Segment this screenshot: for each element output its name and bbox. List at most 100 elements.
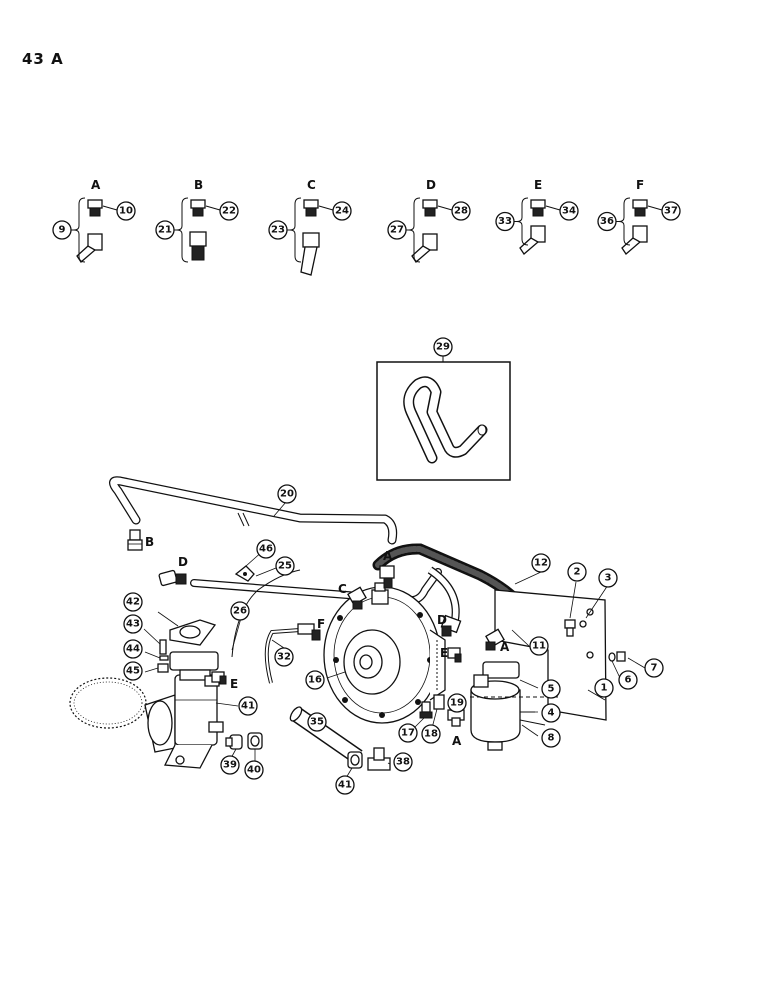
fitting-group-a: A 9 10 bbox=[52, 178, 136, 263]
callout-16-10: 16 bbox=[305, 670, 325, 690]
svg-text:22: 22 bbox=[222, 206, 236, 217]
callout-2-1: 2 bbox=[567, 562, 587, 582]
svg-text:37: 37 bbox=[664, 206, 678, 217]
adapter-upper bbox=[422, 199, 438, 209]
svg-text:28: 28 bbox=[454, 206, 468, 217]
callout-35-18: 35 bbox=[307, 712, 327, 732]
nut-41a bbox=[247, 732, 263, 750]
formed-hose-29 bbox=[403, 376, 488, 464]
clip-26 bbox=[234, 565, 255, 582]
callout-17-11: 17 bbox=[398, 723, 418, 743]
callout-33: 33 bbox=[495, 211, 515, 232]
callout-8-7: 8 bbox=[541, 728, 561, 748]
callout-36: 36 bbox=[597, 211, 617, 232]
plug-17 bbox=[419, 701, 433, 719]
washer-6 bbox=[608, 652, 616, 662]
svg-text:27: 27 bbox=[390, 225, 404, 236]
bolt-44 bbox=[159, 639, 167, 655]
adapter-upper bbox=[303, 199, 319, 209]
adapter-upper bbox=[87, 199, 103, 209]
fitting-group-d: D 27 28 bbox=[387, 178, 471, 263]
letter-a-bottom: A bbox=[452, 734, 462, 748]
callout-7-6: 7 bbox=[644, 658, 664, 678]
letter-a-top: A bbox=[383, 549, 393, 563]
callout-6-5: 6 bbox=[618, 670, 638, 690]
callout-11-8: 11 bbox=[529, 636, 549, 656]
callout-45-27: 45 bbox=[123, 661, 143, 681]
callout-3-2: 3 bbox=[598, 568, 618, 588]
callout-32-17: 32 bbox=[274, 647, 294, 667]
callout-22: 22 bbox=[219, 201, 239, 221]
fitting-a-top bbox=[379, 565, 395, 589]
carburetor-42 bbox=[69, 651, 224, 769]
coupling-lower bbox=[189, 231, 207, 247]
fitting-d-right bbox=[440, 614, 462, 637]
svg-text:44: 44 bbox=[126, 644, 140, 655]
callout-25-15: 25 bbox=[275, 556, 295, 576]
group-letter-d: D bbox=[426, 178, 436, 192]
hose-38 bbox=[289, 706, 363, 764]
svg-text:2: 2 bbox=[574, 567, 581, 578]
callout-4-3: 4 bbox=[541, 703, 561, 723]
callout-21: 21 bbox=[155, 220, 175, 240]
hose-20 bbox=[109, 476, 398, 545]
callout-18-12: 18 bbox=[421, 724, 441, 744]
svg-text:24: 24 bbox=[335, 206, 349, 217]
group-letter-a: A bbox=[91, 178, 101, 192]
svg-text:29: 29 bbox=[436, 342, 450, 353]
elbow-lower bbox=[302, 232, 320, 248]
tee-39 bbox=[367, 747, 391, 771]
fitting-e-left bbox=[211, 671, 227, 685]
washer-3 bbox=[579, 620, 587, 628]
svg-text:26: 26 bbox=[233, 606, 247, 617]
letter-c-lower: C bbox=[338, 582, 347, 596]
svg-text:46: 46 bbox=[259, 544, 273, 555]
callout-20-14: 20 bbox=[277, 484, 297, 504]
callout-37: 37 bbox=[661, 201, 681, 221]
svg-text:33: 33 bbox=[498, 216, 512, 227]
callout-38-19: 38 bbox=[393, 752, 413, 772]
washer-45 bbox=[159, 655, 169, 661]
group-letter-f: F bbox=[636, 178, 644, 192]
group-letter-c: C bbox=[307, 178, 316, 192]
svg-text:19: 19 bbox=[450, 698, 464, 709]
adapter-upper bbox=[190, 199, 206, 209]
fitting-f-lower bbox=[297, 623, 321, 641]
group-letter-e: E bbox=[534, 178, 542, 192]
svg-text:8: 8 bbox=[548, 733, 555, 744]
svg-text:35: 35 bbox=[310, 717, 324, 728]
letter-d-right: D bbox=[437, 613, 447, 627]
callout-26-16: 26 bbox=[230, 601, 250, 621]
svg-text:16: 16 bbox=[308, 675, 322, 686]
callout-1-0: 1 bbox=[594, 678, 614, 698]
svg-text:5: 5 bbox=[548, 684, 555, 695]
svg-text:42: 42 bbox=[126, 597, 140, 608]
regulator-16 bbox=[323, 582, 446, 724]
svg-text:10: 10 bbox=[119, 206, 133, 217]
svg-text:20: 20 bbox=[280, 489, 294, 500]
nut-7 bbox=[616, 651, 626, 662]
fitting-40 bbox=[225, 734, 243, 750]
callout-9: 9 bbox=[52, 220, 72, 240]
fitting-group-e: E 33 34 bbox=[495, 178, 579, 255]
fitting-b-lower bbox=[127, 529, 143, 551]
callout-34: 34 bbox=[559, 201, 579, 221]
adapter-upper bbox=[632, 199, 648, 209]
inset-frame bbox=[376, 361, 511, 481]
callout-43-25: 43 bbox=[123, 614, 143, 634]
inset-hose-panel: 29 bbox=[376, 337, 511, 481]
svg-text:23: 23 bbox=[271, 225, 285, 236]
letter-d-left: D bbox=[178, 555, 188, 569]
svg-text:43: 43 bbox=[126, 619, 140, 630]
svg-text:6: 6 bbox=[625, 675, 632, 686]
callout-44-26: 44 bbox=[123, 639, 143, 659]
callout-19-13: 19 bbox=[447, 693, 467, 713]
filter-4 bbox=[470, 661, 546, 751]
svg-text:18: 18 bbox=[424, 729, 438, 740]
svg-text:11: 11 bbox=[532, 641, 546, 652]
nut-41b bbox=[347, 751, 363, 769]
